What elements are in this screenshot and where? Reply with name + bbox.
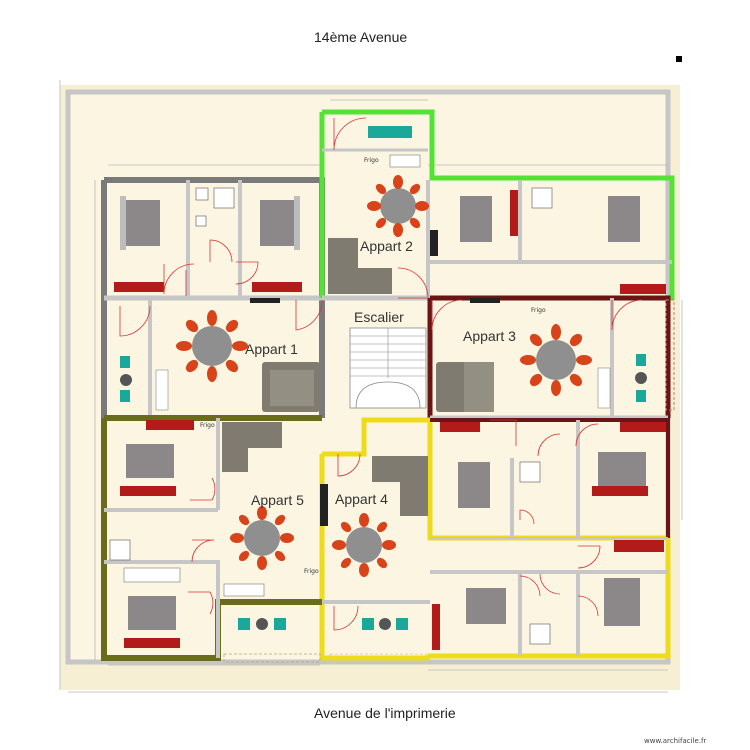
apartment-4-label: Appart 4 [335, 491, 388, 507]
apartment-3-label: Appart 3 [463, 328, 516, 344]
sofa [400, 456, 428, 516]
street-top-label: 14ème Avenue [314, 29, 408, 45]
bed-head [120, 196, 126, 250]
bed [128, 596, 176, 630]
window [470, 298, 500, 303]
apartment-2-label: Appart 2 [360, 238, 413, 254]
bed [466, 588, 506, 624]
kitchen-counter [597, 367, 611, 409]
street-bottom-label: Avenue de l'imprimerie [314, 705, 456, 721]
balcony [329, 653, 427, 663]
apartment-5-label: Appart 5 [251, 492, 304, 508]
sofa [222, 422, 248, 472]
wardrobe [114, 282, 164, 292]
wardrobe [510, 190, 518, 236]
kitchen-counter [155, 369, 169, 411]
small-table-set [635, 354, 647, 402]
stove [223, 583, 265, 597]
bed [458, 462, 490, 508]
toilet [195, 187, 209, 201]
dining-table [332, 513, 396, 577]
wardrobe [592, 486, 648, 496]
shower [529, 623, 551, 645]
wardrobe [620, 284, 666, 294]
fridge-label: Frigo [200, 422, 215, 429]
bed [126, 444, 174, 478]
stove [389, 154, 421, 168]
sofa [328, 268, 392, 294]
balcony [223, 653, 321, 663]
shower [213, 187, 235, 209]
dining-table [176, 310, 248, 382]
bedside-unit [123, 567, 181, 583]
sofa-seat [464, 362, 494, 412]
wardrobe [432, 604, 440, 650]
bed [460, 196, 492, 242]
window [320, 484, 328, 526]
wardrobe [440, 422, 480, 432]
sofa-seat [270, 370, 314, 406]
dining-table [367, 175, 429, 237]
shower [519, 461, 541, 483]
balcony-seating [368, 126, 412, 138]
apt3-outline [430, 295, 671, 418]
bed [260, 200, 294, 246]
window [430, 230, 438, 256]
small-table-set [362, 618, 408, 630]
staircase [349, 327, 427, 409]
fridge-label: Frigo [364, 157, 379, 164]
dimension-lines [59, 80, 683, 693]
bed [598, 452, 646, 486]
stairs-label: Escalier [354, 309, 404, 325]
balcony [665, 299, 675, 411]
wardrobe [252, 282, 302, 292]
fridge-label: Frigo [304, 568, 319, 575]
marker-square [676, 56, 682, 62]
watermark: www.archifacile.fr [644, 737, 707, 745]
wardrobe [120, 486, 176, 496]
shower [109, 539, 131, 561]
apartment-1-label: Appart 1 [245, 341, 298, 357]
window [250, 298, 280, 303]
dining-table [230, 506, 294, 570]
dining-table [520, 324, 592, 396]
wardrobe [620, 422, 666, 432]
bed [126, 200, 160, 246]
wardrobe [146, 420, 194, 430]
shower [531, 187, 553, 209]
bed [604, 578, 640, 626]
fridge-label: Frigo [531, 307, 546, 314]
wardrobe [614, 540, 664, 552]
small-table-set [238, 618, 286, 630]
door-swings [119, 117, 643, 631]
bed-head [294, 196, 300, 250]
wardrobe [124, 638, 180, 648]
small-table-set [120, 356, 132, 402]
sink [195, 215, 207, 227]
bed [608, 196, 640, 242]
